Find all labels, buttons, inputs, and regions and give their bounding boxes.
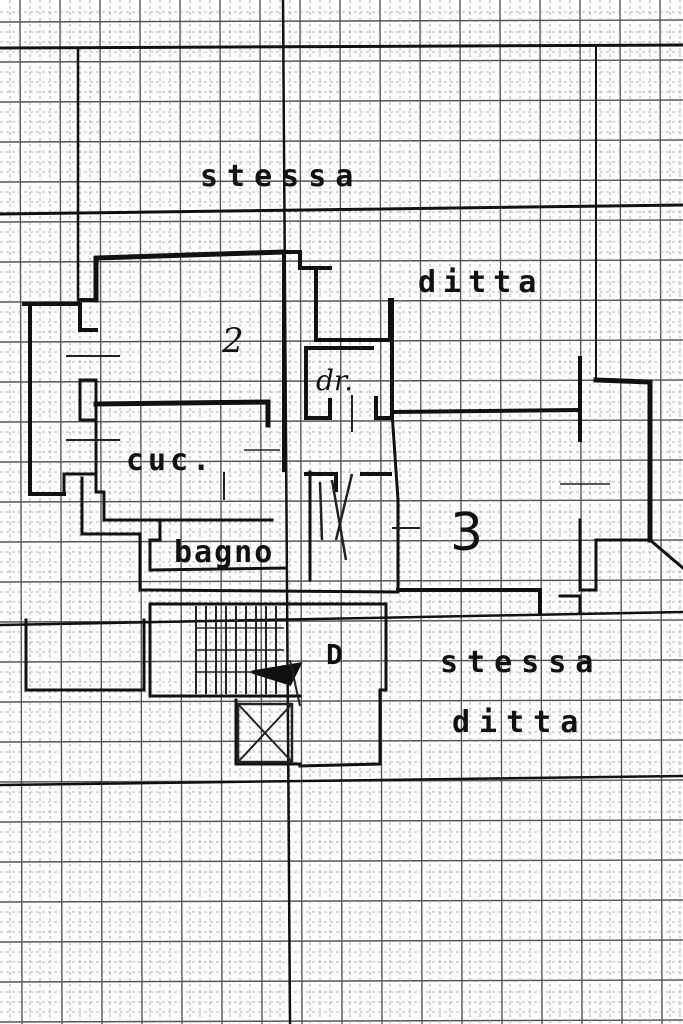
grid-line-horizontal bbox=[0, 859, 683, 863]
room-bagno-label: bagno bbox=[174, 535, 274, 570]
grid-line-horizontal bbox=[0, 579, 683, 583]
grid-line-horizontal bbox=[0, 659, 683, 663]
grid-line-horizontal bbox=[0, 259, 683, 263]
grid-line-vertical bbox=[459, 0, 463, 1024]
grid-line-horizontal bbox=[0, 979, 683, 983]
lift-shaft bbox=[236, 702, 294, 764]
room-2-number: 2 bbox=[221, 321, 244, 361]
label-ditta-top: ditta bbox=[418, 265, 543, 300]
grid-line-horizontal bbox=[0, 19, 683, 23]
door-marks bbox=[66, 355, 610, 707]
grid-line-vertical bbox=[579, 0, 583, 1024]
grid-line-horizontal bbox=[0, 179, 683, 183]
grid-line-horizontal bbox=[0, 99, 683, 103]
grid-line-horizontal bbox=[0, 499, 683, 503]
grid-line-vertical bbox=[339, 0, 343, 1024]
grid-line-vertical bbox=[219, 0, 223, 1024]
grid-line-horizontal bbox=[0, 379, 683, 383]
label-stessa-bottom: stessa bbox=[440, 645, 602, 680]
grid-line-horizontal bbox=[0, 739, 683, 743]
label-ditta-bottom: ditta bbox=[452, 705, 587, 740]
room-dr-label: dr. bbox=[316, 364, 353, 397]
grid-line-horizontal bbox=[0, 219, 683, 223]
grid-line-horizontal bbox=[0, 459, 683, 463]
building-walls bbox=[22, 249, 683, 768]
grid-line-horizontal bbox=[0, 699, 683, 703]
grid-line-horizontal bbox=[0, 299, 683, 303]
grid-line-horizontal bbox=[0, 939, 683, 943]
grid-line-horizontal bbox=[0, 139, 683, 143]
grid-line-horizontal bbox=[0, 819, 683, 823]
label-stessa-top: stessa bbox=[200, 159, 362, 194]
room-cuc-label: cuc. bbox=[126, 443, 214, 478]
grid-line-horizontal bbox=[0, 1019, 683, 1023]
grid-line-horizontal bbox=[0, 899, 683, 903]
landing-d-label: D bbox=[326, 638, 343, 671]
grid-line-horizontal bbox=[0, 419, 683, 423]
room-3-number: 3 bbox=[450, 503, 483, 563]
grid-line-vertical bbox=[99, 0, 103, 1024]
grid-line-horizontal bbox=[0, 59, 683, 63]
